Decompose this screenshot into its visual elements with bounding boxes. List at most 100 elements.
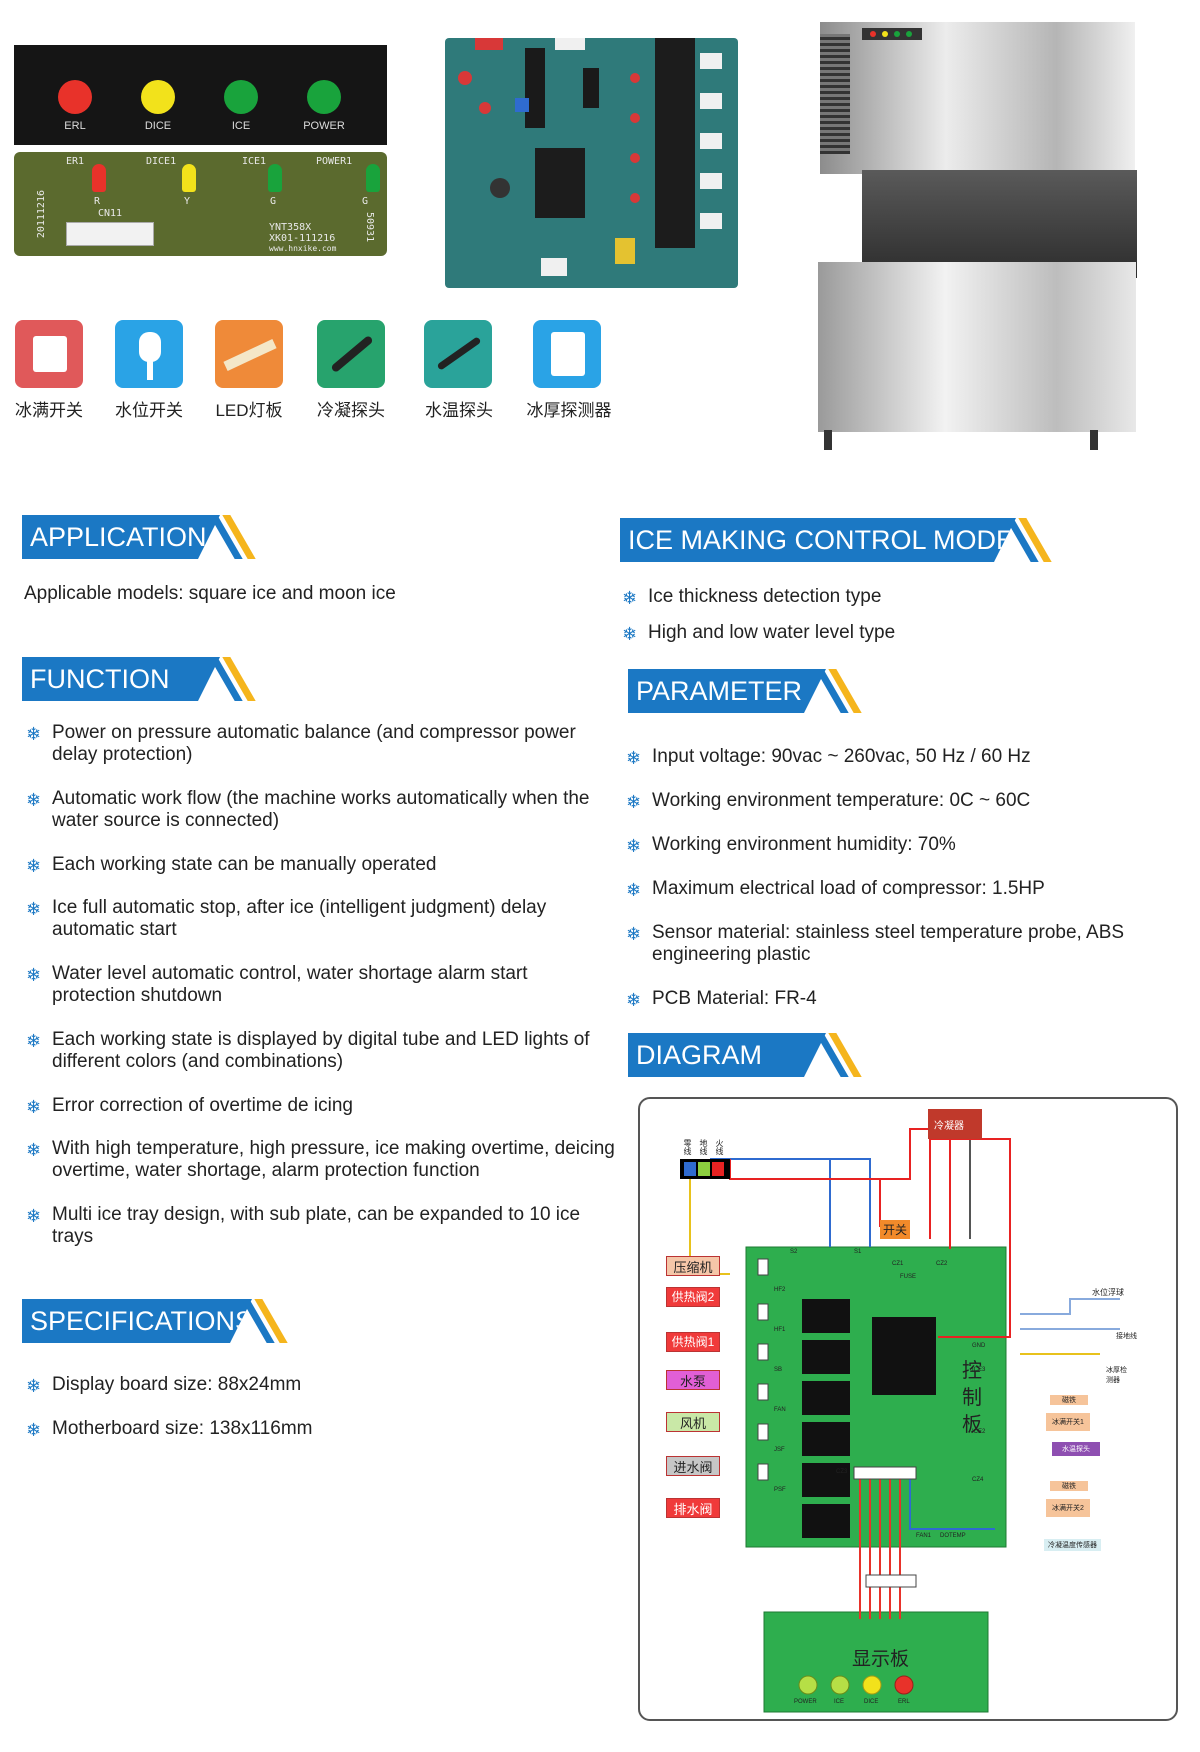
led-ice	[224, 80, 258, 114]
section-header-function: FUNCTION	[22, 657, 256, 701]
spec-item: ❄Display board size: 88x24mm	[26, 1374, 302, 1396]
power-label: 地线	[699, 1139, 708, 1155]
pcb-label: ER1	[66, 156, 85, 167]
section-title: PARAMETER	[628, 669, 826, 713]
load-heat-valve-1: 供热阀1	[666, 1332, 720, 1352]
terminal-label: ICE3	[972, 1367, 986, 1373]
display-board-photo: ERL DICE ICE POWER	[14, 45, 387, 145]
led-label: ERL	[64, 120, 86, 132]
snowflake-icon: ❄	[626, 880, 642, 900]
main-pcb-photo	[445, 38, 738, 288]
function-item: ❄Power on pressure automatic balance (an…	[26, 722, 576, 765]
function-item: ❄Each working state is displayed by digi…	[26, 1029, 590, 1072]
section-header-parameter: PARAMETER	[628, 669, 862, 713]
right-label: 冰满开关1	[1046, 1413, 1090, 1431]
board-label: 制	[962, 1387, 982, 1409]
function-item: ❄Multi ice tray design, with sub plate, …	[26, 1204, 581, 1247]
terminal-label: DOTEMP	[940, 1533, 966, 1539]
board-label: 板	[962, 1414, 982, 1436]
terminal-label: GND	[972, 1343, 986, 1349]
section-header-diagram: DIAGRAM	[628, 1033, 862, 1077]
snowflake-icon: ❄	[26, 1376, 42, 1396]
machine-indicator	[862, 28, 922, 40]
led-board-icon	[215, 320, 283, 388]
load-fan: 风机	[666, 1412, 720, 1432]
display-led-label: DICE	[864, 1699, 879, 1705]
sensor-label: LED灯板	[215, 401, 283, 420]
snowflake-icon: ❄	[26, 1140, 42, 1160]
section-title: APPLICATION	[22, 515, 220, 559]
led-dice	[141, 80, 175, 114]
spec-item: ❄Motherboard size: 138x116mm	[26, 1418, 313, 1440]
right-label: 水位浮球	[1092, 1288, 1124, 1297]
pcb-letter: G	[362, 196, 369, 207]
load-inlet-valve: 进水阀	[666, 1456, 720, 1476]
pcb-led-red	[92, 164, 106, 192]
board-label: 控	[962, 1360, 982, 1382]
parameter-item: ❄Sensor material: stainless steel temper…	[626, 922, 1125, 965]
pcb-label: DICE1	[146, 156, 177, 167]
load-compressor: 压缩机	[666, 1256, 720, 1276]
parameter-item: ❄PCB Material: FR-4	[626, 988, 817, 1010]
section-title: FUNCTION	[22, 657, 220, 701]
sensor-label: 水位开关	[115, 401, 183, 420]
snowflake-icon: ❄	[622, 588, 638, 608]
right-label: 磁铁	[1050, 1481, 1088, 1491]
terminal-label: SB	[774, 1367, 783, 1373]
display-board-label: 显示板	[852, 1649, 910, 1670]
section-title: ICE MAKING CONTROL MODE	[620, 518, 1016, 562]
pcb-date: 20111216	[36, 190, 47, 239]
snowflake-icon: ❄	[26, 856, 42, 876]
parameter-item: ❄Maximum electrical load of compressor: …	[626, 878, 1045, 900]
pcb-code: XK01-111216	[269, 233, 336, 244]
sensor-label: 冰满开关	[15, 401, 83, 420]
function-item: ❄Automatic work flow (the machine works …	[26, 788, 590, 831]
load-water-pump: 水泵	[666, 1370, 720, 1390]
control-mode-item: ❄Ice thickness detection type	[622, 586, 882, 608]
section-header-application: APPLICATION	[22, 515, 256, 559]
right-label: 水温探头	[1052, 1442, 1100, 1456]
parameter-item: ❄Working environment temperature: 0C ~ 6…	[626, 790, 1031, 812]
power-label: 火线	[715, 1139, 724, 1155]
led-erl	[58, 80, 92, 114]
snowflake-icon: ❄	[622, 624, 638, 644]
pcb-model: YNT358X	[269, 222, 312, 233]
probe-icon	[424, 320, 492, 388]
pcb-site: www.hnxike.com	[269, 244, 337, 253]
snowflake-icon: ❄	[26, 1206, 42, 1226]
display-led-label: POWER	[794, 1699, 817, 1705]
load-drain-valve: 排水阀	[666, 1498, 720, 1518]
terminal-label: FAN1	[916, 1533, 932, 1539]
snowflake-icon: ❄	[26, 1031, 42, 1051]
display-pcb-photo: ER1 DICE1 ICE1 POWER1 R Y G G CN11 20111…	[14, 152, 387, 256]
right-label: 冷凝温度传感器	[1044, 1539, 1101, 1551]
detector-icon	[533, 320, 601, 388]
terminal-label: CZ4	[972, 1477, 984, 1483]
right-label: 磁铁	[1050, 1395, 1088, 1405]
sensor-label: 冰厚探测器	[526, 401, 612, 420]
switch-label: 开关	[880, 1220, 911, 1239]
section-title: SPECIFICATIONS	[22, 1299, 252, 1343]
ice-machine-bin	[818, 262, 1136, 432]
terminal-label: JSF	[774, 1447, 785, 1453]
wiring-diagram: 冷凝器 零线 地线 火线 开关 压缩机 供热阀2 供热阀1 水泵 风机 进水阀 …	[638, 1097, 1178, 1721]
power-label: 零线	[683, 1139, 692, 1155]
snowflake-icon: ❄	[626, 924, 642, 944]
led-label: DICE	[144, 120, 172, 132]
function-item: ❄Water level automatic control, water sh…	[26, 963, 528, 1006]
pcb-letter: Y	[184, 196, 191, 207]
probe-icon	[317, 320, 385, 388]
snowflake-icon: ❄	[626, 836, 642, 856]
pcb-label: POWER1	[316, 156, 353, 167]
led-label: ICE	[231, 120, 251, 132]
led-power	[307, 80, 341, 114]
pcb-letter: G	[270, 196, 277, 207]
sensor-label: 水温探头	[425, 401, 493, 420]
pcb-connector-label: CN11	[98, 208, 123, 219]
section-header-control-mode: ICE MAKING CONTROL MODE	[620, 518, 1052, 562]
snowflake-icon: ❄	[26, 790, 42, 810]
snowflake-icon: ❄	[626, 748, 642, 768]
terminal-label: FAN	[774, 1407, 786, 1413]
snowflake-icon: ❄	[26, 965, 42, 985]
load-heat-valve-2: 供热阀2	[666, 1287, 720, 1307]
